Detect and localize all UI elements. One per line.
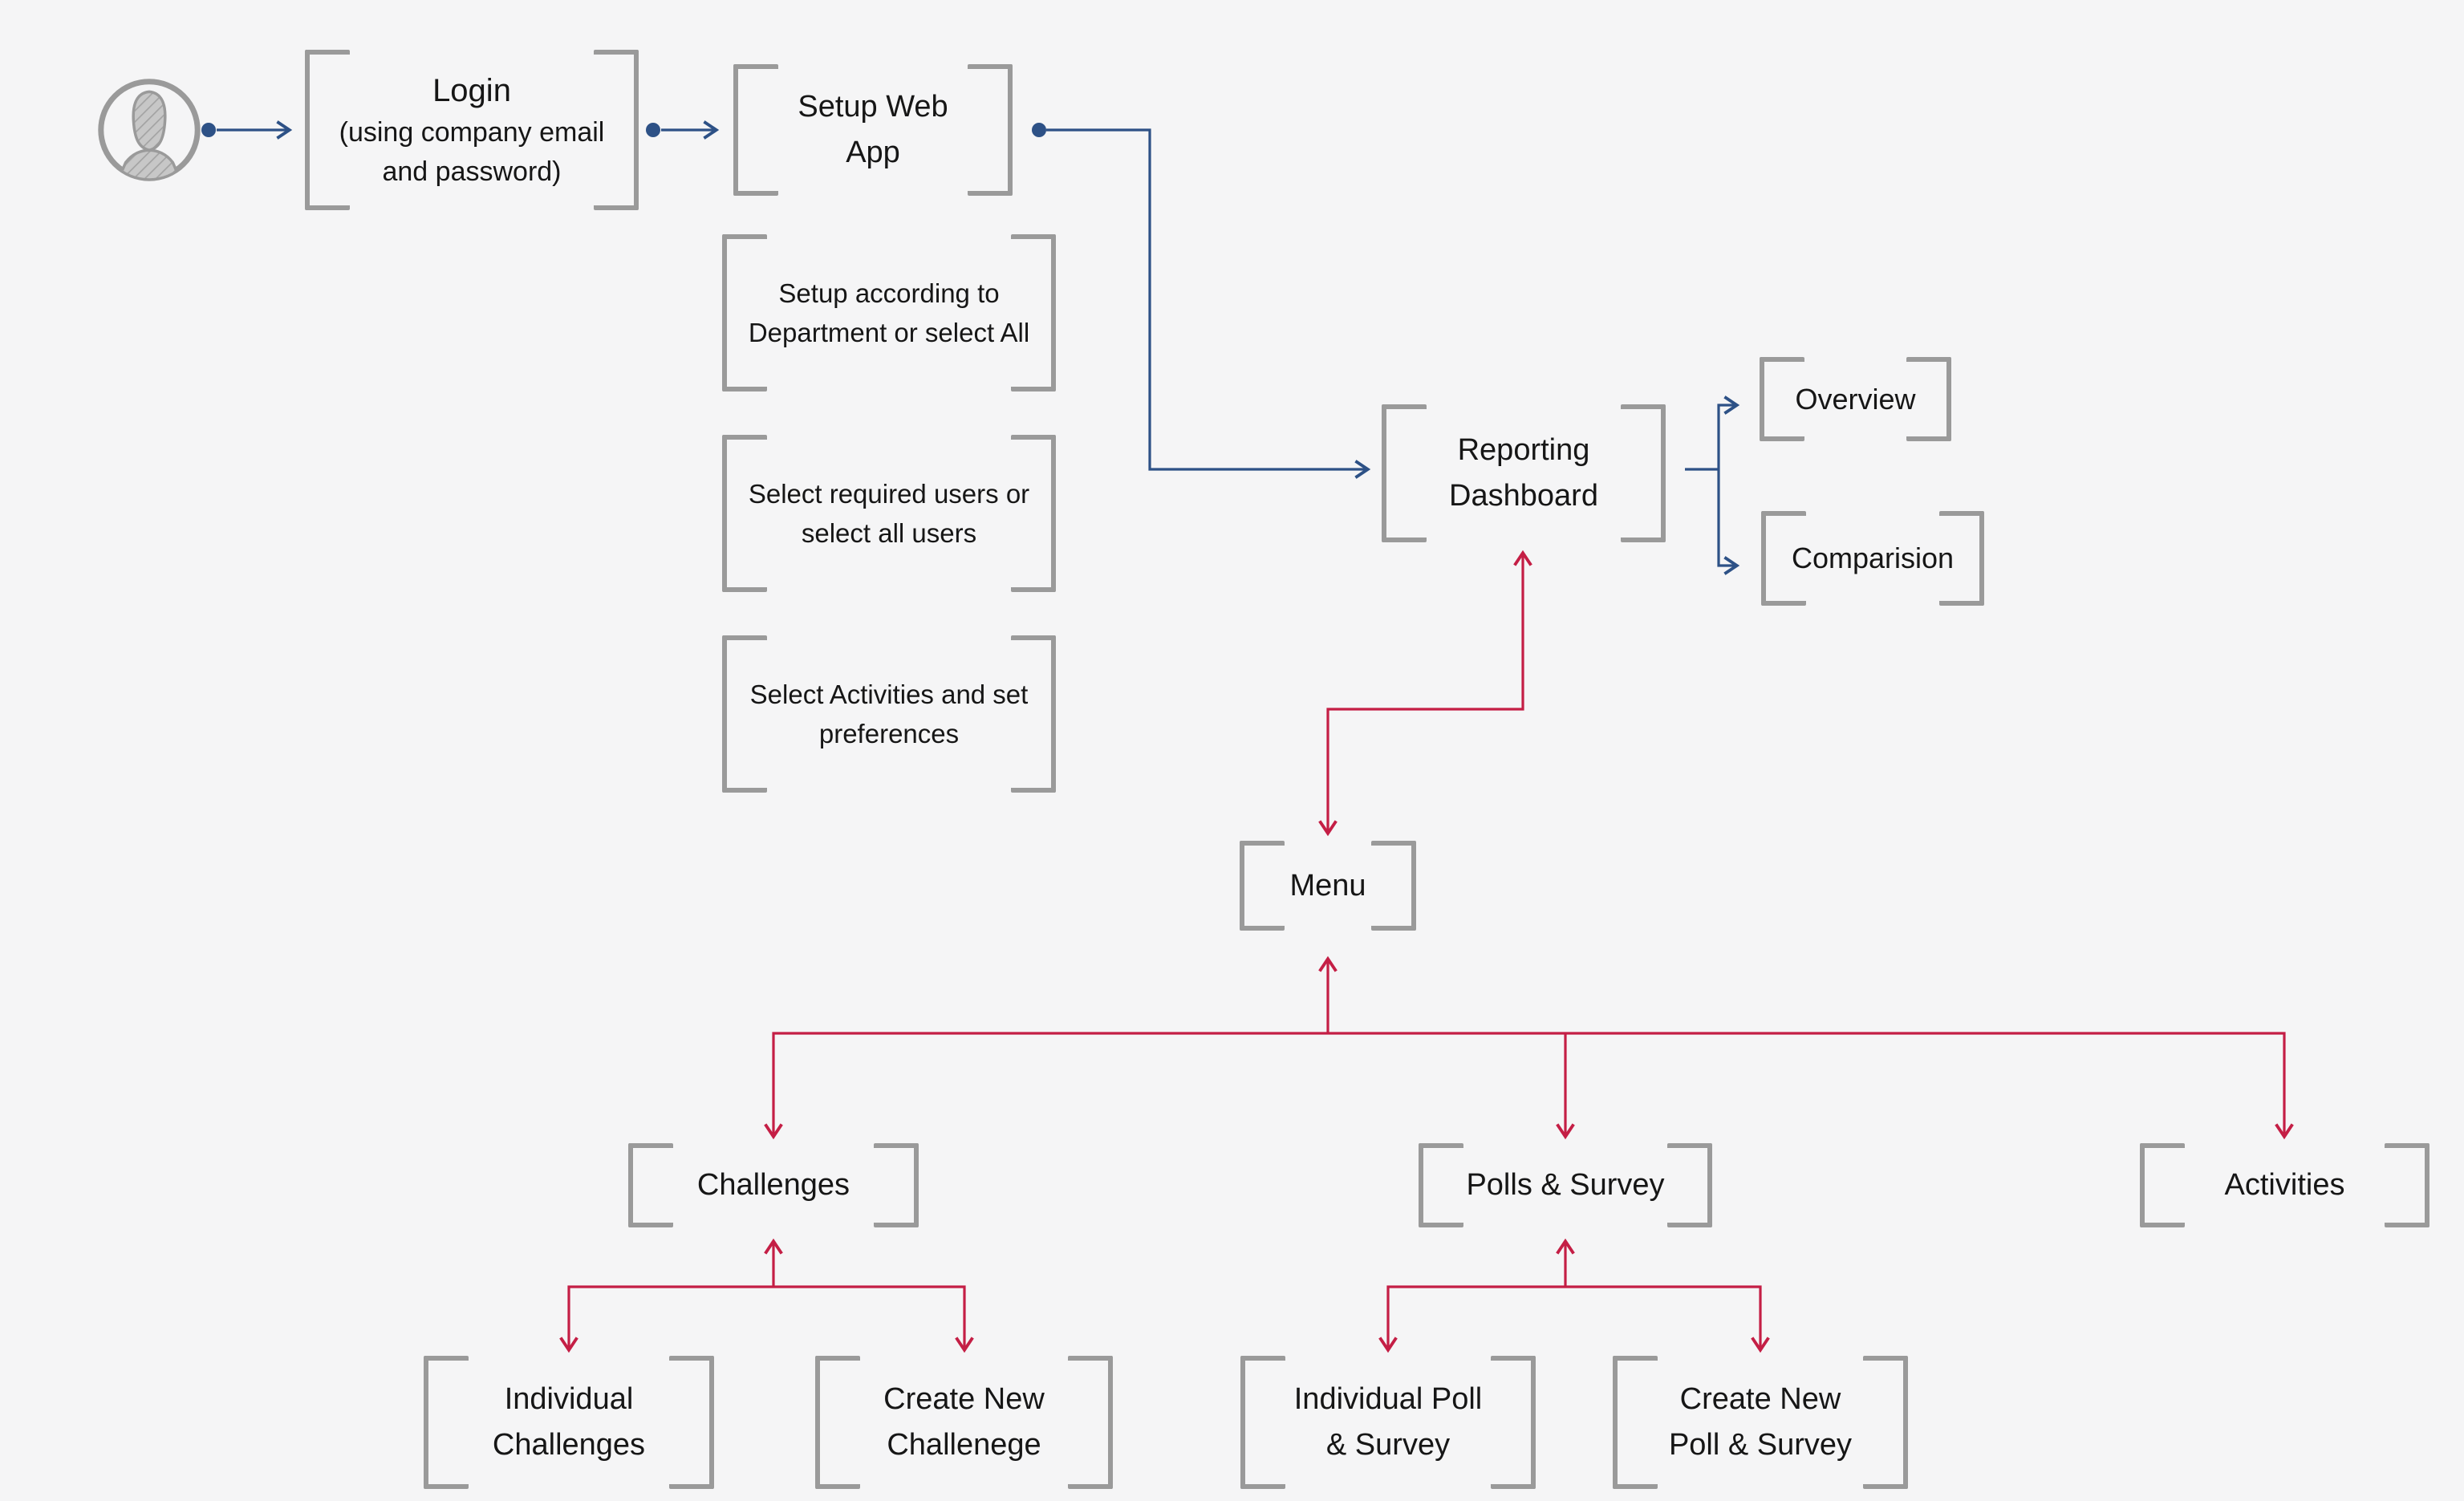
connector-setup-reporting bbox=[1046, 128, 1371, 479]
node-label: Polls & Survey bbox=[1466, 1168, 1665, 1202]
connector-polls-children bbox=[1378, 1285, 1770, 1353]
node-setup-department: Setup according to Department or select … bbox=[722, 234, 1056, 391]
connector-user-login-dot bbox=[201, 123, 216, 137]
node-select-activities: Select Activities and set preferences bbox=[722, 635, 1056, 793]
node-select-users: Select required users or select all user… bbox=[722, 435, 1056, 592]
node-comparision: Comparision bbox=[1761, 511, 1984, 606]
node-label: Individual Challenges bbox=[492, 1382, 646, 1462]
node-reporting-dashboard: Reporting Dashboard bbox=[1382, 404, 1666, 542]
node-label: Setup Web App bbox=[798, 90, 948, 169]
node-label: Comparision bbox=[1791, 542, 1955, 574]
node-label: Overview bbox=[1795, 382, 1916, 416]
connector-reporting-overview bbox=[1717, 396, 1740, 469]
node-create-new-challenge: Create New Challenege bbox=[815, 1356, 1113, 1489]
connector-login-setup-dot bbox=[646, 123, 660, 137]
node-polls-survey: Polls & Survey bbox=[1419, 1143, 1712, 1227]
node-label: Create New Poll & Survey bbox=[1668, 1382, 1853, 1462]
login-title: Login bbox=[432, 72, 511, 108]
node-individual-challenges: Individual Challenges bbox=[424, 1356, 714, 1489]
node-label: Setup according to Department or select … bbox=[748, 278, 1030, 348]
node-individual-poll-survey: Individual Poll & Survey bbox=[1240, 1356, 1536, 1489]
connector-menu-challenges-activities bbox=[764, 1032, 2294, 1140]
node-create-new-poll-survey: Create New Poll & Survey bbox=[1613, 1356, 1908, 1489]
node-label: Activities bbox=[2224, 1168, 2345, 1202]
node-challenges: Challenges bbox=[628, 1143, 919, 1227]
node-login: Login (using company email and password) bbox=[305, 50, 639, 210]
user-avatar-icon bbox=[98, 79, 201, 181]
node-label: Reporting Dashboard bbox=[1449, 433, 1598, 513]
node-label: Select required users or select all user… bbox=[748, 478, 1030, 549]
node-label: Individual Poll & Survey bbox=[1293, 1382, 1483, 1462]
connector-reporting-menu bbox=[1318, 550, 1532, 837]
node-label: Select Activities and set preferences bbox=[749, 679, 1029, 749]
node-setup-web-app: Setup Web App bbox=[733, 64, 1013, 196]
connector-reporting-comparision bbox=[1717, 469, 1740, 575]
node-label: Menu bbox=[1289, 868, 1366, 903]
node-activities: Activities bbox=[2140, 1143, 2429, 1227]
node-label: Create New Challenege bbox=[883, 1382, 1045, 1462]
node-menu: Menu bbox=[1240, 841, 1416, 931]
node-label: Challenges bbox=[696, 1168, 850, 1202]
connector-setup-reporting-dot bbox=[1032, 123, 1046, 137]
connector-challenges-children bbox=[559, 1285, 974, 1353]
login-subtitle: (using company email and password) bbox=[339, 116, 605, 187]
node-overview: Overview bbox=[1760, 357, 1951, 441]
